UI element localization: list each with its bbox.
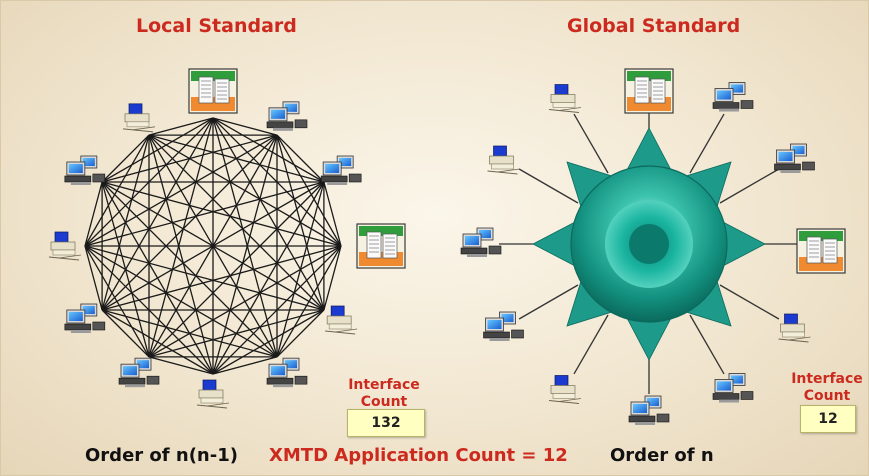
mesh-link <box>148 356 214 375</box>
mesh-link <box>148 134 342 247</box>
printer-icon <box>325 305 358 335</box>
mesh-link <box>276 134 325 183</box>
global-standard-title: Global Standard <box>567 15 741 37</box>
local-standard-title: Local Standard <box>136 15 297 37</box>
printer-icon <box>487 145 520 175</box>
local-nodes <box>48 68 406 409</box>
mesh-link <box>101 181 342 247</box>
global-interface-label-line1: Interface <box>791 371 863 387</box>
local-interface-count-label: Interface Count <box>343 377 425 411</box>
mesh-link <box>148 134 278 358</box>
mesh-link <box>323 245 342 311</box>
mesh-link <box>101 134 150 183</box>
workstation-icon <box>628 395 670 425</box>
server-icon <box>624 68 674 114</box>
workstation-icon <box>483 311 524 341</box>
local-interface-label-line1: Interface <box>348 377 420 393</box>
workstation-icon <box>712 82 754 112</box>
printer-icon <box>548 375 582 404</box>
mesh-link <box>148 181 325 358</box>
server-icon <box>188 68 238 114</box>
mesh-link <box>101 181 278 358</box>
mesh-link <box>101 309 150 358</box>
hub-ray <box>532 221 576 267</box>
mesh-link <box>84 181 103 247</box>
mesh-link <box>84 134 150 247</box>
workstation-icon <box>460 227 502 257</box>
spoke-link <box>573 113 609 174</box>
printer-icon <box>778 313 811 343</box>
mesh-link <box>101 309 214 375</box>
mesh-link <box>212 356 278 375</box>
server-icon <box>796 228 846 274</box>
global-interface-count-label: Interface Count <box>789 371 865 405</box>
workstation-icon <box>118 357 160 388</box>
workstation-icon <box>64 155 106 185</box>
global-interface-count-value: 12 <box>800 405 856 433</box>
mesh-link <box>148 134 214 375</box>
spoke-link <box>719 168 780 204</box>
application-count-label: XMTD Application Count = 12 <box>269 445 568 466</box>
hub-core <box>629 224 669 264</box>
mesh-link <box>212 117 278 358</box>
spoke-link <box>518 168 579 204</box>
spoke-link <box>573 314 609 375</box>
mesh-connections <box>84 117 342 375</box>
hub-ray <box>626 127 672 171</box>
mesh-link <box>84 245 150 358</box>
printer-icon <box>196 379 230 409</box>
mesh-link <box>148 117 214 358</box>
mesh-link <box>101 245 342 311</box>
mesh-link <box>101 134 278 311</box>
global-order-label: Order of n <box>610 445 714 466</box>
mesh-link <box>148 134 325 183</box>
mesh-link <box>84 245 278 358</box>
mesh-link <box>323 181 342 247</box>
local-interface-count-value: 132 <box>347 409 425 437</box>
workstation-icon <box>64 303 106 333</box>
hub-ray <box>722 221 766 267</box>
spoke-link <box>518 284 579 320</box>
workstation-icon <box>320 155 362 185</box>
spoke-link <box>689 113 725 174</box>
printer-icon <box>122 103 156 133</box>
mesh-link <box>101 134 150 311</box>
mesh-link <box>84 181 325 247</box>
mesh-link <box>101 181 214 375</box>
spoke-link <box>689 314 725 375</box>
mesh-link <box>276 309 325 358</box>
mesh-link <box>101 181 150 358</box>
mesh-link <box>148 117 214 136</box>
mesh-link <box>212 117 278 136</box>
global-interface-label-line2: Count <box>803 388 851 404</box>
printer-icon <box>48 231 82 261</box>
workstation-icon <box>774 143 815 173</box>
local-order-label: Order of n(n-1) <box>85 445 238 466</box>
server-icon <box>356 223 406 269</box>
global-nodes <box>460 68 846 425</box>
mesh-link <box>84 245 325 311</box>
mesh-link <box>84 245 103 311</box>
printer-icon <box>548 84 582 114</box>
workstation-icon <box>712 373 754 403</box>
central-hub <box>532 127 766 361</box>
workstation-icon <box>266 357 308 388</box>
mesh-link <box>148 134 325 311</box>
spoke-link <box>719 284 780 320</box>
local-interface-label-line2: Count <box>360 394 408 410</box>
mesh-link <box>212 134 278 375</box>
workstation-icon <box>266 101 308 131</box>
hub-ray <box>626 317 672 361</box>
